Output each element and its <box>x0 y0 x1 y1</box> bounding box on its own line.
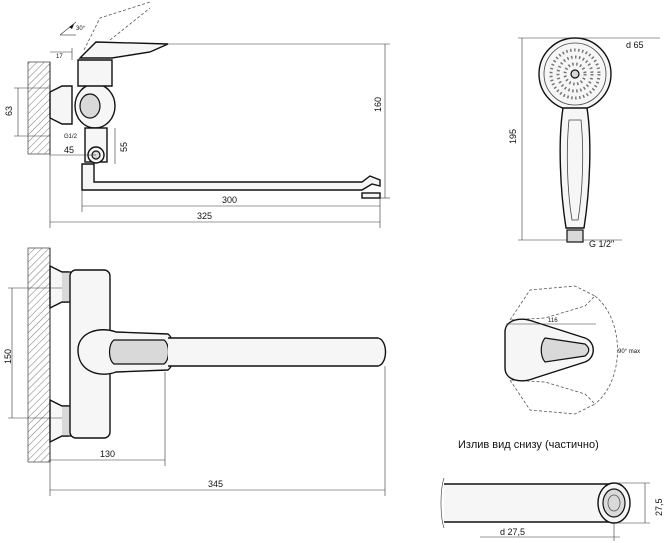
dim-160: 160 <box>373 97 383 112</box>
side-view: 30° 17 63 G1/2 45 55 160 300 325 <box>4 1 390 228</box>
top-view: 150 130 345 <box>3 247 387 496</box>
dim-17: 17 <box>56 54 63 60</box>
dim-325: 325 <box>197 211 212 221</box>
shower-thread <box>566 229 584 243</box>
dim-116: 116 <box>548 318 558 324</box>
dim-45: 45 <box>64 145 74 155</box>
spout-bottom-caption: Излив вид снизу (частично) <box>458 439 599 451</box>
angle-label: 30° <box>76 26 86 32</box>
dim-63: 63 <box>4 106 14 116</box>
spout <box>81 163 381 191</box>
dim-150: 150 <box>3 349 13 364</box>
thread-g12: G 1/2" <box>589 239 614 249</box>
cartridge-housing <box>77 59 113 87</box>
dim-130: 130 <box>100 449 115 459</box>
aerator-inner <box>602 488 626 518</box>
spout-top <box>168 337 387 367</box>
thread-label: G1/2 <box>64 134 78 140</box>
dim-300: 300 <box>222 195 237 205</box>
angle-90max: 90° max <box>618 349 640 355</box>
dim-d65: d 65 <box>626 40 644 50</box>
spout-tube <box>444 483 613 523</box>
shower-handle <box>559 107 591 229</box>
dim-195: 195 <box>508 129 518 144</box>
wall-hatch-top <box>27 247 51 463</box>
dim-27-5-height: 27,5 <box>654 498 664 516</box>
lever-handle <box>78 41 169 59</box>
wall-hatch <box>27 61 51 155</box>
eccentric-connector <box>49 85 73 125</box>
dim-d27-5: d 27,5 <box>500 527 525 537</box>
dim-55: 55 <box>119 142 129 152</box>
lever-rotated-outline <box>83 1 151 51</box>
dim-345: 345 <box>208 479 223 489</box>
rotation-view: 116 90° max <box>504 285 640 415</box>
shower-head-view: 195 d 65 G 1/2" <box>508 37 660 249</box>
spout-bottom-view: Излив вид снизу (частично) 27,5 d 27,5 <box>440 439 664 541</box>
